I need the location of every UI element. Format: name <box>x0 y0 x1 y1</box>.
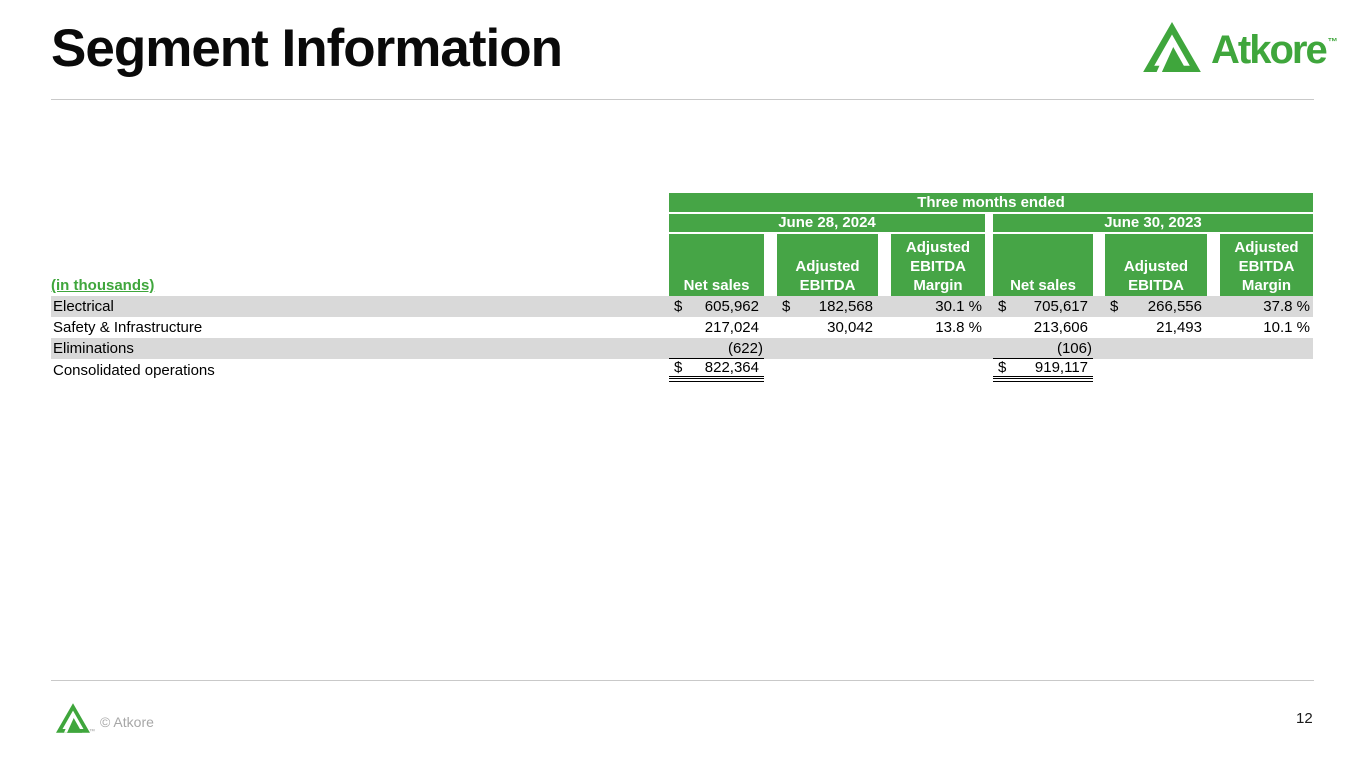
currency-sign: $ <box>998 359 1007 376</box>
cell-value: 30,042 <box>827 319 873 336</box>
currency-sign: $ <box>998 298 1007 315</box>
cell-margin-2024: 13.8 % <box>935 319 982 336</box>
table-row-consolidated-operations: Consolidated operations $822,364 $919,11… <box>51 359 1313 382</box>
table-span-header: Three months ended <box>669 193 1313 212</box>
segment-table: Three months ended June 28, 2024 June 30… <box>51 193 1313 382</box>
col-header-adj-ebitda-margin-2024: Adjusted EBITDA Margin <box>891 234 985 296</box>
table-row-eliminations: Eliminations (622) (106) <box>51 338 1313 359</box>
cell-value: 217,024 <box>704 319 759 336</box>
row-label: Safety & Infrastructure <box>53 319 203 336</box>
period-2024: June 28, 2024 <box>669 214 985 232</box>
cell-net-sales-2023: (106) <box>993 338 1093 359</box>
cell-net-sales-2024: $822,364 <box>669 359 764 382</box>
cell-net-sales-2024: 217,024 <box>669 317 764 338</box>
currency-sign: $ <box>1110 298 1119 315</box>
cell-net-sales-2024: $605,962 <box>669 296 764 317</box>
cell-value: 213,606 <box>1033 319 1088 336</box>
cell-adj-ebitda-2024: 30,042 <box>777 317 878 338</box>
col-header-net-sales-2024: Net sales <box>669 234 764 296</box>
page-number: 12 <box>1296 710 1313 727</box>
footer-divider <box>51 680 1314 681</box>
cell-value: 705,617 <box>1033 298 1088 315</box>
cell-net-sales-2023: 213,606 <box>993 317 1093 338</box>
cell-net-sales-2023: $705,617 <box>993 296 1093 317</box>
col-header-net-sales-2023: Net sales <box>993 234 1093 296</box>
col-header-adj-ebitda-2024: Adjusted EBITDA <box>777 234 878 296</box>
cell-margin-2023: 37.8 % <box>1263 298 1310 315</box>
col-header-adj-ebitda-margin-2023: Adjusted EBITDA Margin <box>1220 234 1313 296</box>
col-header-adj-ebitda-2023: Adjusted EBITDA <box>1105 234 1207 296</box>
footer-atkore-triangle-icon <box>56 703 90 738</box>
currency-sign: $ <box>674 359 683 376</box>
table-row-safety-infrastructure: Safety & Infrastructure 217,024 30,042 1… <box>51 317 1313 338</box>
cell-adj-ebitda-2023: $266,556 <box>1105 296 1207 317</box>
cell-value: 822,364 <box>704 359 759 376</box>
row-label: Consolidated operations <box>53 362 215 379</box>
currency-sign: $ <box>674 298 683 315</box>
row-label: Eliminations <box>53 340 134 357</box>
currency-sign: $ <box>782 298 791 315</box>
header-divider <box>51 99 1314 100</box>
cell-value: 919,117 <box>1034 359 1088 376</box>
cell-value: 605,962 <box>704 298 759 315</box>
cell-margin-2023: 10.1 % <box>1263 319 1310 336</box>
cell-value: 266,556 <box>1147 298 1202 315</box>
cell-value: 21,493 <box>1156 319 1202 336</box>
period-2023: June 30, 2023 <box>993 214 1313 232</box>
table-column-headers: (in thousands) Net sales Adjusted EBITDA… <box>51 234 1313 296</box>
copyright-text: © Atkore <box>100 714 154 730</box>
atkore-triangle-icon <box>1143 21 1201 72</box>
cell-value: 182,568 <box>818 298 873 315</box>
in-thousands-label: (in thousands) <box>51 277 155 294</box>
row-label: Electrical <box>53 298 114 315</box>
page-title: Segment Information <box>51 19 563 78</box>
trademark-symbol: ™ <box>1327 37 1338 48</box>
cell-adj-ebitda-2023: 21,493 <box>1105 317 1207 338</box>
table-period-row: June 28, 2024 June 30, 2023 <box>669 214 1313 232</box>
cell-net-sales-2023: $919,117 <box>993 359 1093 382</box>
footer-trademark-symbol: ™ <box>89 729 95 735</box>
cell-adj-ebitda-2024: $182,568 <box>777 296 878 317</box>
cell-net-sales-2024: (622) <box>669 338 764 359</box>
table-row-electrical: Electrical $605,962 $182,568 30.1 % $705… <box>51 296 1313 317</box>
cell-margin-2024: 30.1 % <box>935 298 982 315</box>
